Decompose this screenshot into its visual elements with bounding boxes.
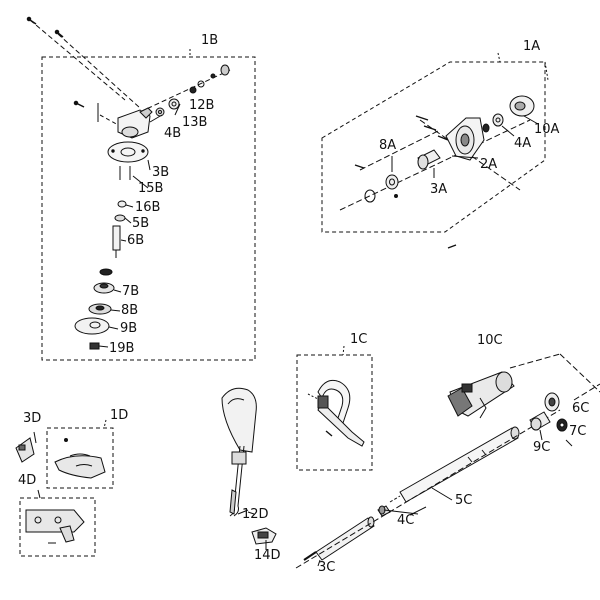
group-1a-frame (321, 61, 546, 233)
leader-lines (247, 115, 543, 567)
part-label-4c: 4C (397, 513, 415, 528)
part-3a (417, 149, 441, 170)
part-label-3b: 3B (152, 165, 170, 180)
bolt-top-2 (54, 29, 64, 38)
part-3c-shaft (303, 516, 375, 561)
gear-case (117, 107, 153, 139)
group-label-1a: 1A (523, 39, 541, 54)
part-label-14d: 14D (254, 548, 281, 563)
part-guard-1d (54, 453, 106, 479)
part-5c-shaft (399, 426, 520, 503)
part-label-10a: 10A (534, 122, 560, 137)
part-8b (88, 303, 121, 315)
part-3d (15, 437, 35, 463)
part-7c (556, 418, 568, 432)
part-label-7c: 7C (569, 424, 587, 439)
group-4d-frame (19, 497, 96, 557)
part-label-12d: 12D (242, 507, 269, 522)
bolt-top-left (26, 16, 37, 25)
part-label-4d: 4D (18, 473, 37, 488)
part-9b (74, 317, 119, 335)
part-label-4b: 4B (164, 126, 182, 141)
part-14d-clip (251, 527, 277, 545)
bolt-small-left (73, 100, 85, 108)
part-label-5c: 5C (455, 493, 473, 508)
part-8a (385, 174, 399, 190)
part-handle-1c (317, 379, 365, 447)
group-1b-frame (41, 56, 256, 361)
part-label-19b: 19B (109, 341, 135, 356)
part-7b (93, 282, 122, 294)
part-16b (117, 200, 134, 208)
part-9c (529, 411, 551, 431)
part-label-8a: 8A (379, 138, 397, 153)
part-label-8b: 8B (121, 303, 139, 318)
part-label-16b: 16B (135, 200, 161, 215)
part-12d-strap (221, 387, 257, 517)
part-label-5b: 5B (132, 216, 150, 231)
group-label-1d: 1D (110, 408, 129, 423)
part-10c (447, 371, 515, 419)
part-label-3a: 3A (430, 182, 448, 197)
part-4c (377, 505, 391, 517)
part-label-13b: 13B (182, 115, 208, 130)
part-19b (89, 342, 109, 350)
part-label-3d: 3D (23, 411, 42, 426)
part-4a (492, 113, 504, 127)
part-label-15b: 15B (138, 181, 164, 196)
part-6c (544, 392, 560, 412)
part-label-9c: 9C (533, 440, 551, 455)
part-5b (114, 214, 132, 224)
part-label-2a: 2A (480, 157, 498, 172)
group-label-1c: 1C (350, 332, 368, 347)
part-label-12b: 12B (189, 98, 215, 113)
part-label-3c: 3C (318, 560, 336, 575)
group-1c-frame (296, 354, 373, 471)
part-label-4a: 4A (514, 136, 532, 151)
part-2a (445, 117, 485, 161)
part-12b (168, 98, 180, 110)
part-label-10c: 10C (477, 333, 503, 348)
screws-1a (354, 115, 457, 249)
part-10a (509, 95, 535, 117)
part-15b (119, 166, 149, 189)
part-3b (107, 141, 149, 163)
part-label-6b: 6B (127, 233, 145, 248)
part-label-9b: 9B (120, 321, 138, 336)
group-label-1b: 1B (201, 33, 219, 48)
part-4d (25, 509, 85, 544)
part-small-stack (189, 64, 230, 94)
part-label-7b: 7B (122, 284, 140, 299)
part-13b (155, 107, 165, 117)
part-6b (112, 225, 127, 258)
part-label-6c: 6C (572, 401, 590, 416)
